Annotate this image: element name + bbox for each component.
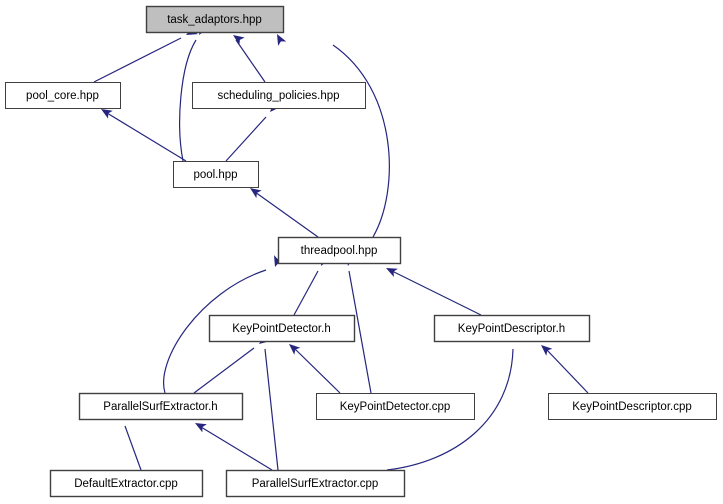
node-label-DefaultExtractor_cpp: DefaultExtractor.cpp	[74, 478, 178, 490]
graph-edge-ParallelSurfExtractor_cpp-to-KeyPointDetector_h	[264, 348, 279, 471]
graph-edge-KeyPointDescriptor_cpp-to-KeyPointDescriptor_h	[545, 348, 589, 394]
graph-edge-KeyPointDetector_cpp-to-KeyPointDetector_h	[293, 347, 341, 394]
graph-edge-KeyPointDescriptor_h-to-threadpool	[391, 270, 482, 316]
node-box-task_adaptors[interactable]	[145, 5, 285, 34]
graph-node-pool_core[interactable]: pool_core.hpp	[5, 82, 121, 109]
node-label-pool_core: pool_core.hpp	[26, 90, 99, 102]
graph-edge-pool_core-to-task_adaptors	[93, 37, 182, 83]
graph-node-ParallelSurfExtractor_cpp[interactable]: ParallelSurfExtractor.cpp	[225, 469, 406, 498]
node-label-ParallelSurfExtractor_h: ParallelSurfExtractor.h	[103, 401, 217, 413]
arrowhead-icon	[195, 423, 207, 433]
arrowhead-icon	[541, 345, 553, 356]
node-label-ParallelSurfExtractor_cpp: ParallelSurfExtractor.cpp	[252, 478, 379, 490]
graph-edge-KeyPointDetector_cpp-to-threadpool	[348, 270, 372, 394]
node-label-KeyPointDetector_h: KeyPointDetector.h	[232, 323, 330, 335]
node-label-KeyPointDescriptor_h: KeyPointDescriptor.h	[458, 323, 565, 335]
node-label-pool: pool.hpp	[193, 169, 237, 181]
node-box-KeyPointDescriptor_h[interactable]	[433, 314, 591, 343]
graph-node-KeyPointDetector_h[interactable]: KeyPointDetector.h	[208, 314, 356, 343]
graph-node-KeyPointDescriptor_h[interactable]: KeyPointDescriptor.h	[433, 314, 591, 343]
arrowhead-icon	[289, 344, 301, 355]
graph-node-KeyPointDescriptor_cpp[interactable]: KeyPointDescriptor.cpp	[548, 393, 717, 420]
node-label-task_adaptors: task_adaptors.hpp	[167, 14, 262, 26]
graph-edge-pool-to-task_adaptors	[179, 39, 197, 162]
arrowhead-icon	[101, 109, 113, 119]
graph-edge-ParallelSurfExtractor_cpp-to-ParallelSurfExtractor_h	[200, 426, 273, 471]
node-box-KeyPointDetector_h[interactable]	[208, 314, 356, 343]
node-box-pool_core[interactable]	[5, 82, 121, 109]
graph-node-ParallelSurfExtractor_h[interactable]: ParallelSurfExtractor.h	[78, 392, 244, 421]
graph-edge-threadpool-to-pool	[254, 191, 319, 238]
node-label-KeyPointDescriptor_cpp: KeyPointDescriptor.cpp	[572, 401, 692, 413]
graph-edge-KeyPointDetector_h-to-threadpool	[293, 270, 319, 316]
graph-node-task_adaptors[interactable]: task_adaptors.hpp	[145, 5, 285, 34]
graph-node-pool[interactable]: pool.hpp	[173, 161, 259, 188]
node-box-ParallelSurfExtractor_cpp[interactable]	[225, 469, 406, 498]
node-box-pool[interactable]	[173, 161, 259, 188]
graph-node-DefaultExtractor_cpp[interactable]: DefaultExtractor.cpp	[49, 469, 204, 498]
graph-edge-threadpool-to-task_adaptors	[332, 44, 390, 238]
arrowhead-icon	[250, 188, 262, 199]
graph-edge-pool-to-scheduling_policies	[225, 116, 267, 162]
graph-edge-ParallelSurfExtractor_h-to-KeyPointDetector_h	[193, 347, 255, 394]
graph-edge-ParallelSurfExtractor_h-to-threadpool	[163, 269, 267, 394]
graph-edge-ParallelSurfExtractor_cpp-to-KeyPointDescriptor_h	[386, 348, 514, 471]
graph-node-threadpool[interactable]: threadpool.hpp	[277, 236, 402, 265]
arrowhead-icon	[277, 34, 287, 46]
arrowhead-icon	[386, 268, 398, 277]
node-box-scheduling_policies[interactable]	[192, 82, 366, 109]
node-box-DefaultExtractor_cpp[interactable]	[49, 469, 204, 498]
node-label-threadpool: threadpool.hpp	[301, 245, 378, 257]
graph-edge-pool-to-pool_core	[106, 112, 187, 162]
graph-node-KeyPointDetector_cpp[interactable]: KeyPointDetector.cpp	[316, 393, 475, 420]
node-box-KeyPointDescriptor_cpp[interactable]	[548, 393, 717, 420]
node-label-KeyPointDetector_cpp: KeyPointDetector.cpp	[340, 401, 451, 413]
node-box-threadpool[interactable]	[277, 236, 402, 265]
graph-edge-scheduling_policies-to-task_adaptors	[235, 39, 266, 83]
graph-edge-DefaultExtractor_cpp-to-ParallelSurfExtractor_h	[124, 425, 142, 471]
graph-nodes: task_adaptors.hpp pool_core.hpp scheduling…	[5, 5, 717, 498]
node-label-scheduling_policies: scheduling_policies.hpp	[217, 90, 339, 102]
node-box-ParallelSurfExtractor_h[interactable]	[78, 392, 244, 421]
arrowhead-icon	[233, 35, 245, 46]
node-box-KeyPointDetector_cpp[interactable]	[316, 393, 475, 420]
graph-node-scheduling_policies[interactable]: scheduling_policies.hpp	[192, 82, 366, 109]
